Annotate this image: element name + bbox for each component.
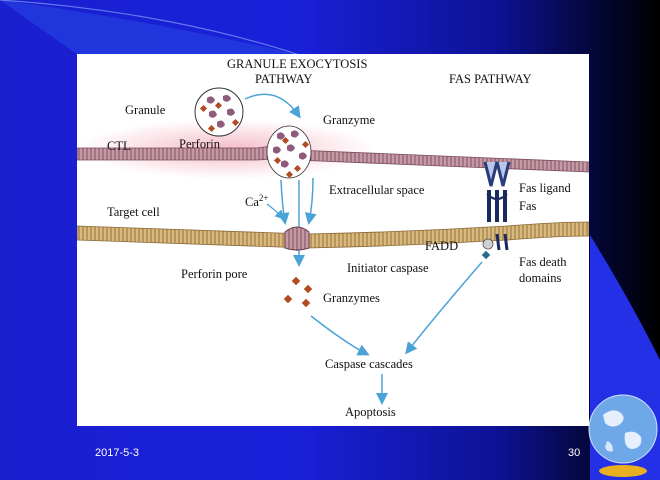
label-fas-death-domains-2: domains — [519, 271, 561, 285]
granule — [194, 87, 244, 137]
pathway-fas-title: FAS PATHWAY — [449, 72, 532, 86]
label-apoptosis: Apoptosis — [345, 405, 396, 419]
label-fas-ligand: Fas ligand — [519, 181, 571, 195]
granzymes-cytoplasm — [283, 276, 313, 308]
pathway-granule-title-1: GRANULE EXOCYTOSIS — [227, 57, 367, 71]
label-calcium: Ca2+ — [245, 193, 268, 209]
pathway-granule-title-2: PATHWAY — [255, 72, 312, 86]
globe-icon — [588, 394, 658, 477]
label-target-cell: Target cell — [107, 205, 160, 219]
apoptosis-pathway-diagram: GRANULE EXOCYTOSIS PATHWAY FAS PATHWAY G… — [77, 57, 589, 419]
label-extracellular: Extracellular space — [329, 183, 425, 197]
label-perforin-pore: Perforin pore — [181, 267, 248, 281]
label-caspase-cascades: Caspase cascades — [325, 357, 413, 371]
granzyme-to-caspase-arrow — [310, 315, 370, 356]
granule-fusion-cluster — [266, 125, 312, 179]
footer-page-number: 30 — [568, 447, 581, 459]
diagram-panel: GRANULE EXOCYTOSIS PATHWAY FAS PATHWAY G… — [77, 54, 589, 426]
fas-to-caspase-arrow — [405, 261, 483, 355]
label-initiator-caspase: Initiator caspase — [347, 261, 429, 275]
label-ctl: CTL — [107, 139, 131, 153]
label-fadd: FADD — [425, 239, 458, 253]
footer-date: 2017-5-3 — [95, 447, 140, 459]
label-perforin: Perforin — [179, 137, 221, 151]
label-granule: Granule — [125, 103, 166, 117]
perforin-pore — [284, 226, 310, 251]
label-fas-death-domains-1: Fas death — [519, 255, 567, 269]
label-fas: Fas — [519, 199, 537, 213]
target-cell-membrane — [77, 221, 589, 249]
granzyme-arrow-2 — [304, 177, 317, 225]
perforin-arrow — [277, 179, 290, 225]
granule-arrow — [244, 93, 301, 119]
fas-ligand-complex — [481, 161, 511, 260]
calcium-arrow — [266, 203, 285, 220]
label-granzymes: Granzymes — [323, 291, 380, 305]
label-granzyme: Granzyme — [323, 113, 376, 127]
